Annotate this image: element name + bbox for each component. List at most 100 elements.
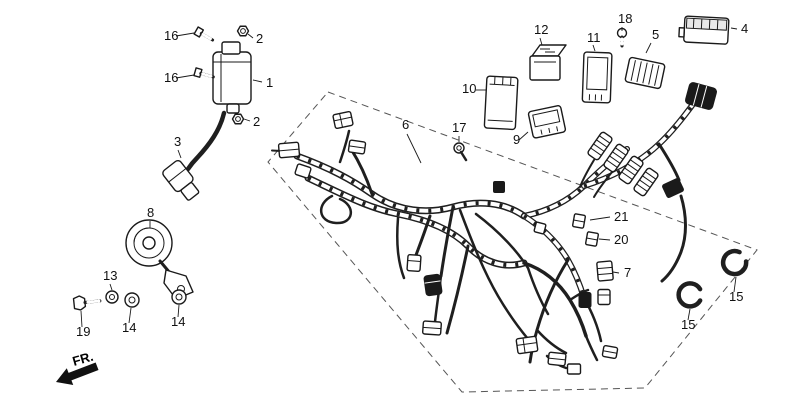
fr-direction-arrow: FR. bbox=[56, 349, 99, 386]
part-label-18: 18 bbox=[618, 11, 632, 26]
leader-line-15 bbox=[733, 276, 737, 293]
component-9 bbox=[527, 104, 567, 139]
coil-bolt-16a bbox=[193, 26, 215, 42]
component-10 bbox=[483, 75, 519, 131]
leader-line-9 bbox=[518, 131, 529, 141]
harness-connector bbox=[347, 139, 367, 155]
harness-connector bbox=[423, 273, 443, 297]
horn bbox=[125, 219, 194, 300]
harness-connector bbox=[294, 163, 312, 179]
part-label-12: 12 bbox=[534, 22, 548, 37]
ignition-coil bbox=[185, 41, 252, 172]
leader-line-5 bbox=[645, 42, 652, 54]
spark-plug-cap bbox=[162, 159, 200, 201]
harness-connector bbox=[566, 363, 582, 375]
horn-nut-13 bbox=[105, 290, 119, 304]
ribbed-connector bbox=[618, 155, 644, 185]
leader-line-12 bbox=[539, 37, 543, 46]
leader-line-14 bbox=[177, 304, 180, 318]
connector-part-20 bbox=[584, 231, 600, 247]
part-label-19: 19 bbox=[76, 324, 90, 339]
leader-line-15 bbox=[687, 308, 691, 321]
part-label-9: 9 bbox=[513, 132, 520, 147]
leader-line-16 bbox=[175, 32, 195, 37]
ribbed-connector bbox=[633, 167, 659, 197]
wire-harness bbox=[270, 82, 717, 375]
part-label-17: 17 bbox=[452, 120, 466, 135]
clip-15-left bbox=[676, 281, 703, 309]
bolt-18 bbox=[616, 27, 628, 48]
fr-arrow-shape bbox=[56, 362, 99, 386]
ribbed-connector bbox=[587, 131, 613, 161]
part-label-16: 16 bbox=[164, 70, 178, 85]
harness-connector bbox=[515, 335, 539, 355]
horn-assembly bbox=[72, 219, 194, 311]
leader-line-13 bbox=[109, 283, 113, 291]
ignition-coil-assembly bbox=[162, 25, 252, 201]
part-label-1: 1 bbox=[266, 75, 273, 90]
leader-line-3 bbox=[177, 149, 182, 159]
part-label-13: 13 bbox=[103, 268, 117, 283]
part-label-15: 15 bbox=[681, 317, 695, 332]
harness-connector bbox=[601, 344, 619, 360]
harness-connector bbox=[493, 181, 505, 193]
coil-bolt-16b bbox=[193, 67, 215, 79]
ribbed-connector bbox=[603, 143, 629, 173]
leader-line-1 bbox=[252, 79, 263, 83]
leader-line-2 bbox=[247, 33, 254, 39]
leader-line-2 bbox=[243, 118, 251, 122]
clip-15-right bbox=[720, 248, 749, 277]
part-label-16: 16 bbox=[164, 28, 178, 43]
part-label-21: 21 bbox=[614, 209, 628, 224]
leader-line-7 bbox=[612, 271, 620, 274]
harness-connector bbox=[270, 141, 301, 159]
connector-part-7 bbox=[596, 260, 614, 282]
part-label-14: 14 bbox=[171, 314, 185, 329]
part-label-4: 4 bbox=[741, 21, 748, 36]
part-label-11: 11 bbox=[587, 30, 601, 45]
part-label-10: 10 bbox=[462, 81, 476, 96]
part-label-14: 14 bbox=[122, 320, 136, 335]
harness-connector bbox=[422, 320, 442, 336]
connector-part-21 bbox=[571, 213, 587, 229]
leader-line-16 bbox=[175, 74, 195, 79]
harness-connector bbox=[578, 292, 592, 308]
part-label-2: 2 bbox=[256, 31, 263, 46]
component-11 bbox=[581, 51, 613, 104]
leader-line-14 bbox=[128, 307, 132, 324]
harness-connector bbox=[533, 221, 547, 235]
part-label-2: 2 bbox=[253, 114, 260, 129]
leader-line-20 bbox=[598, 238, 611, 241]
component-5 bbox=[624, 56, 666, 90]
part-label-15: 15 bbox=[729, 289, 743, 304]
harness-connector bbox=[662, 178, 684, 198]
part-label-3: 3 bbox=[174, 134, 181, 149]
leader-line-6 bbox=[406, 133, 422, 164]
part-label-8: 8 bbox=[147, 205, 154, 220]
harness-connector bbox=[547, 351, 567, 367]
part-label-20: 20 bbox=[614, 232, 628, 247]
fr-label: FR. bbox=[71, 349, 95, 369]
coil-nut-2b bbox=[231, 113, 245, 125]
part-label-7: 7 bbox=[624, 265, 631, 280]
horn-washer-14b bbox=[171, 289, 187, 305]
leader-line-21 bbox=[589, 216, 611, 221]
leader-line-11 bbox=[592, 44, 596, 52]
leader-line-19 bbox=[80, 310, 83, 328]
component-12 bbox=[529, 44, 567, 81]
main-connector bbox=[685, 82, 717, 110]
spark-plug-wire bbox=[185, 110, 227, 172]
horn-washer-14a bbox=[124, 292, 140, 308]
harness-connector bbox=[332, 110, 354, 130]
coil-nut-2a bbox=[236, 25, 250, 37]
leader-line-4 bbox=[730, 27, 738, 30]
bolt-17 bbox=[453, 142, 468, 162]
harness-connector bbox=[597, 288, 611, 306]
part-label-6: 6 bbox=[402, 117, 409, 132]
part-label-5: 5 bbox=[652, 27, 659, 42]
component-4 bbox=[678, 15, 730, 45]
horn-bolt-19 bbox=[72, 295, 102, 311]
